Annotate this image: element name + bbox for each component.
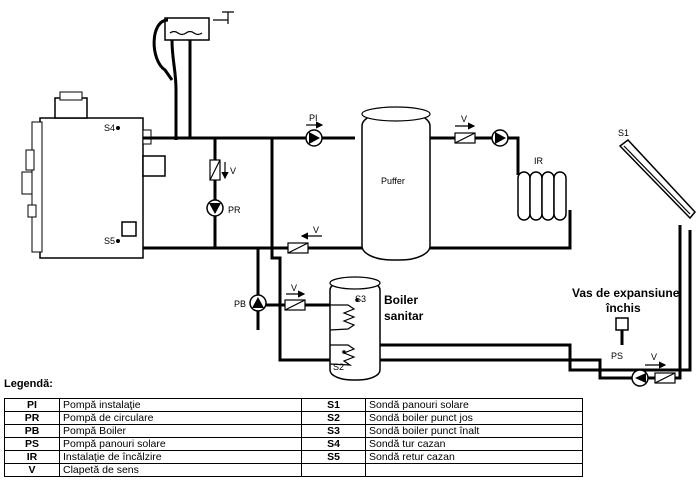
- pump-pb-icon: [249, 294, 267, 312]
- legend-code: PI: [4, 398, 60, 412]
- s4-label: S4: [104, 123, 115, 133]
- puffer-tank: [361, 106, 431, 261]
- legend-description: Instalaţie de încălzire: [59, 450, 302, 464]
- boiler-label-line1: Boiler: [384, 293, 418, 307]
- legend-code: S4: [301, 437, 366, 451]
- s3-label: S3: [355, 294, 366, 304]
- legend-description: Pompă de circulare: [59, 411, 302, 425]
- legend-description: Pompă instalaţie: [59, 398, 302, 412]
- puffer-label: Puffer: [381, 176, 405, 186]
- ir-label: IR: [534, 156, 544, 166]
- legend-code: S2: [301, 411, 366, 425]
- s5-label: S5: [104, 236, 115, 246]
- pb-label: PB: [234, 299, 246, 309]
- legend-title: Legendă:: [4, 378, 53, 390]
- legend-description: Sondă retur cazan: [365, 450, 583, 464]
- pi-label: PI: [309, 113, 318, 123]
- pipe-network: [143, 40, 692, 380]
- v-label-return: V: [313, 225, 319, 235]
- boiler-label-line2: sanitar: [384, 309, 424, 323]
- solar-panel: [618, 138, 696, 220]
- check-valve-icon: [284, 290, 306, 311]
- v-label-ir: V: [461, 114, 467, 124]
- legend-code: [301, 463, 366, 477]
- legend-code: PR: [4, 411, 60, 425]
- radiator: [517, 171, 567, 221]
- pump-pr-icon: [206, 199, 224, 217]
- pump-ir-icon: [491, 129, 509, 147]
- closed-expansion-vessel: [615, 317, 629, 331]
- pump-pi-icon: [305, 121, 324, 147]
- legend-description: Sondă tur cazan: [365, 437, 583, 451]
- pump-ps-icon: [631, 369, 649, 387]
- check-valve-icon: [645, 361, 676, 384]
- legend-code: V: [4, 463, 60, 477]
- boiler-unit: [21, 91, 166, 259]
- legend-description: Pompă panouri solare: [59, 437, 302, 451]
- hot-water-tank: [329, 276, 381, 381]
- pr-label: PR: [228, 205, 241, 215]
- v-label-ps: V: [651, 352, 657, 362]
- legend-code: PB: [4, 424, 60, 438]
- legend-description: Sondă boiler punct jos: [365, 411, 583, 425]
- open-expansion-vessel: [152, 11, 234, 140]
- s2-label: S2: [333, 362, 344, 372]
- legend-code: PS: [4, 437, 60, 451]
- check-valve-icon: [209, 159, 229, 181]
- legend-description: Sondă panouri solare: [365, 398, 583, 412]
- v-label-pr: V: [230, 166, 236, 176]
- legend-description: Sondă boiler punct înalt: [365, 424, 583, 438]
- legend-code: S5: [301, 450, 366, 464]
- check-valve-icon: [454, 122, 476, 144]
- legend-description: [365, 463, 583, 477]
- legend-description: Pompă Boiler: [59, 424, 302, 438]
- legend-description: Clapetă de sens: [59, 463, 302, 477]
- vas-label-line2: închis: [605, 301, 641, 315]
- check-valve-icon: [287, 232, 322, 254]
- s1-label: S1: [618, 128, 629, 138]
- ps-label: PS: [611, 351, 623, 361]
- v-label-pb: V: [291, 283, 297, 293]
- legend-code: S3: [301, 424, 366, 438]
- legend-code: IR: [4, 450, 60, 464]
- vas-label-line1: Vas de expansiune: [572, 286, 680, 300]
- legend-code: S1: [301, 398, 366, 412]
